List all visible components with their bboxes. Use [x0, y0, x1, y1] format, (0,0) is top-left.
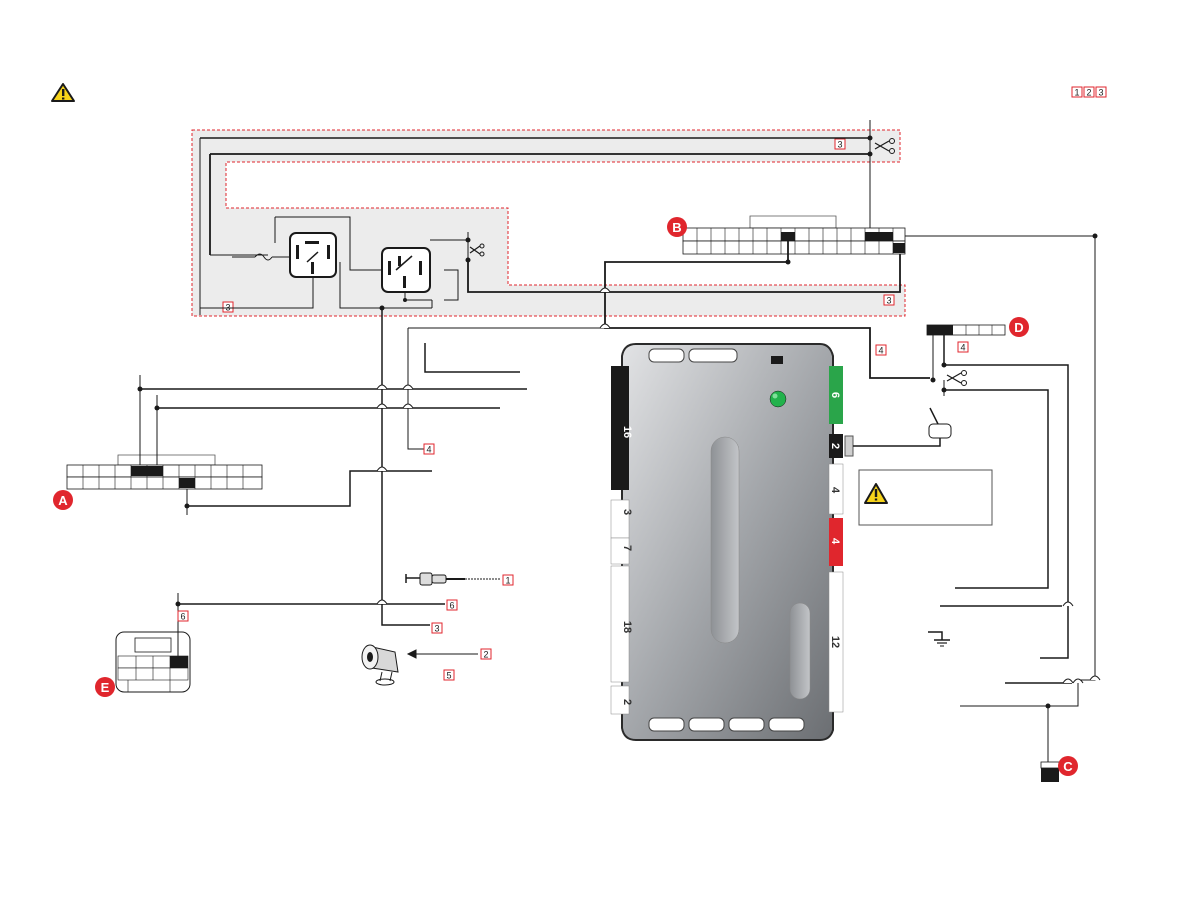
- port-right-label: 4: [829, 487, 841, 494]
- port-left-label: 7: [621, 545, 633, 551]
- module-ports-left: 16 3 7 18 2: [610, 366, 633, 715]
- svg-text:4: 4: [426, 445, 431, 455]
- warning-note-box: [858, 469, 993, 526]
- svg-text:4: 4: [960, 343, 965, 353]
- connector-c-label: C: [1063, 759, 1073, 774]
- relay-icon: [381, 247, 431, 293]
- page-ref-group: 1 2 3: [1071, 86, 1107, 98]
- control-module: [621, 343, 834, 741]
- ground-icon: [934, 639, 950, 647]
- svg-text:2: 2: [483, 650, 488, 660]
- siren-icon: [361, 644, 399, 686]
- svg-text:3: 3: [434, 624, 439, 634]
- port-left-label: 16: [621, 426, 633, 438]
- ref-wire-3: 3: [431, 622, 443, 634]
- led-icon: [769, 390, 787, 408]
- port-left-label: 3: [621, 509, 633, 515]
- relay-icon: [289, 232, 337, 278]
- connector-a: A: [53, 454, 263, 510]
- svg-text:6: 6: [180, 612, 185, 622]
- ref-antenna: 1: [502, 574, 514, 586]
- svg-text:5: 5: [446, 671, 451, 681]
- page-ref-2: 2: [1086, 88, 1091, 98]
- ref-right-d: 4: [957, 341, 969, 353]
- connector-d-label: D: [1014, 320, 1023, 335]
- ref-wire-6: 6: [446, 599, 458, 611]
- connector-d: D: [926, 317, 1029, 337]
- port-right-label: 6: [829, 392, 841, 398]
- ref-right-top: 4: [875, 344, 887, 356]
- ref-zone-top: 3: [834, 138, 846, 150]
- scissors-icon: [469, 243, 485, 257]
- ref-zone-bottom-left: 3: [222, 301, 234, 313]
- warning-icon: [51, 83, 75, 102]
- junction-dots: [379, 135, 873, 311]
- svg-text:1: 1: [505, 576, 510, 586]
- connector-e: E: [95, 631, 191, 697]
- port-right-label: 12: [829, 636, 841, 648]
- svg-text:6: 6: [449, 601, 454, 611]
- scissors-icon: [874, 138, 895, 154]
- connector-a-label: A: [58, 493, 68, 508]
- ref-zone-bottom-right: 3: [883, 294, 895, 306]
- svg-text:4: 4: [878, 346, 883, 356]
- switch-icon: [928, 407, 952, 439]
- svg-text:3: 3: [886, 296, 891, 306]
- svg-text:3: 3: [837, 140, 842, 150]
- port-right-label: 2: [829, 443, 841, 449]
- module-ports-right: 6 2 4 4 12: [828, 366, 844, 713]
- connector-b: B: [667, 215, 906, 255]
- ref-connector-e: 6: [177, 610, 189, 622]
- port-right-label: 4: [829, 538, 841, 545]
- connector-c: C: [1040, 756, 1078, 782]
- warning-icon: [864, 483, 888, 504]
- port-left-label: 18: [621, 621, 633, 633]
- ref-siren: 2: [480, 648, 492, 660]
- scissors-icon: [946, 370, 967, 386]
- page-ref-3: 3: [1098, 88, 1103, 98]
- connector-e-label: E: [101, 680, 110, 695]
- ref-siren-note: 5: [443, 669, 455, 681]
- ref-mid-left: 4: [423, 443, 435, 455]
- connector-b-label: B: [672, 220, 681, 235]
- port-left-label: 2: [621, 699, 633, 705]
- page-ref-1: 1: [1074, 88, 1079, 98]
- antenna-icon: [405, 572, 500, 586]
